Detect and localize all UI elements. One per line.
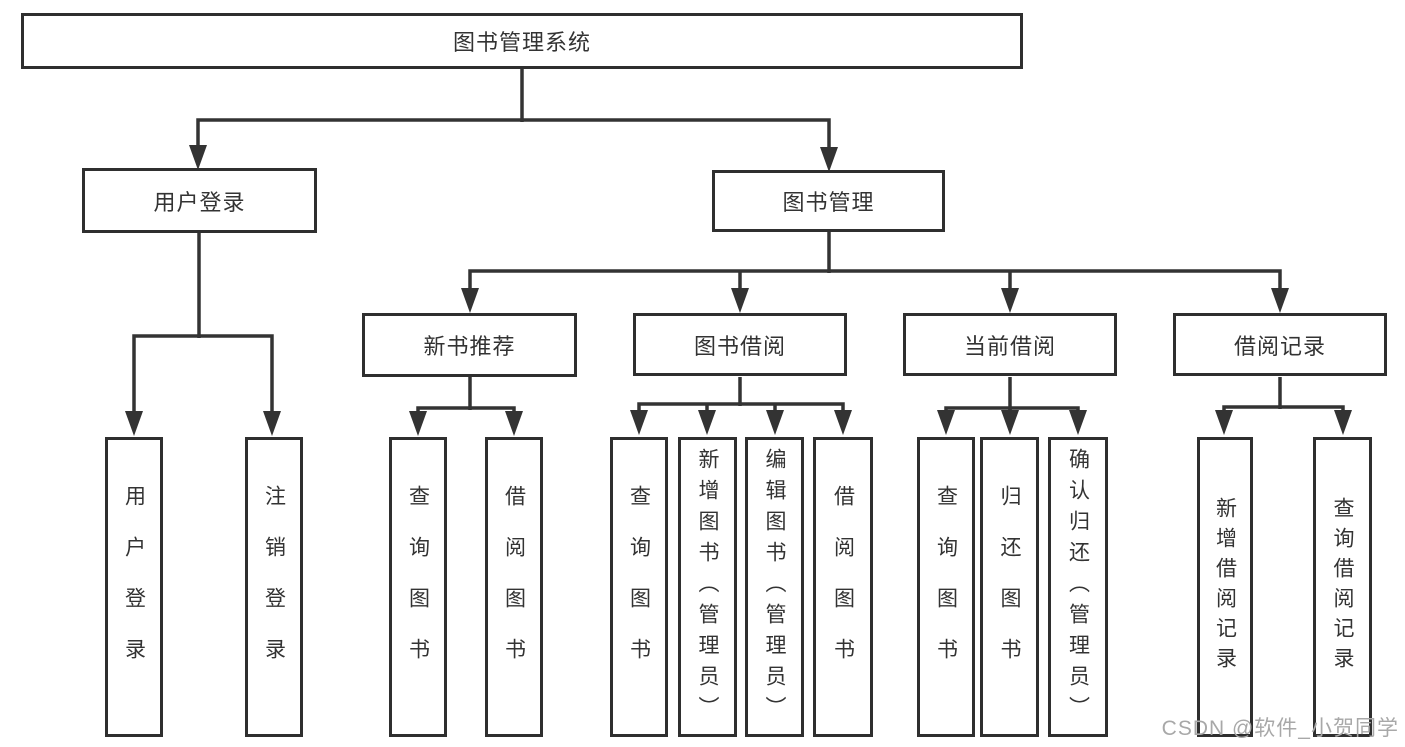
node-leaf-query-book-borrow: 查询图书	[610, 437, 668, 737]
node-book-management: 图书管理	[712, 170, 945, 232]
node-leaf-logout: 注销登录	[245, 437, 303, 737]
arrowheads	[125, 145, 1352, 436]
node-current-borrow: 当前借阅	[903, 313, 1117, 376]
node-book-borrow: 图书借阅	[633, 313, 847, 376]
node-user-login-branch: 用户登录	[82, 168, 317, 233]
node-leaf-confirm-return-admin: 确认归还（管理员）	[1048, 437, 1108, 737]
node-leaf-add-book-admin: 新增图书（管理员）	[678, 437, 737, 737]
node-new-book-recommend-label: 新书推荐	[423, 334, 516, 359]
node-root-label: 图书管理系统	[452, 30, 591, 55]
node-book-borrow-label: 图书借阅	[693, 333, 786, 359]
node-root: 图书管理系统	[21, 13, 1023, 69]
node-leaf-return-book: 归还图书	[980, 437, 1039, 737]
node-leaf-query-book-recommend: 查询图书	[389, 437, 447, 737]
node-book-management-label: 图书管理	[782, 190, 875, 215]
node-leaf-edit-book-admin: 编辑图书（管理员）	[745, 437, 804, 737]
node-leaf-query-borrow-record: 查询借阅记录	[1313, 437, 1372, 737]
node-user-login-branch-label: 用户登录	[153, 189, 246, 215]
node-borrow-record-label: 借阅记录	[1233, 333, 1326, 359]
watermark: CSDN @软件_小贺同学	[1161, 717, 1399, 740]
node-leaf-query-book-current: 查询图书	[917, 437, 975, 737]
node-leaf-borrow-book: 借阅图书	[813, 437, 873, 737]
node-leaf-borrow-book-recommend: 借阅图书	[485, 437, 543, 737]
node-new-book-recommend: 新书推荐	[362, 313, 577, 377]
node-leaf-add-borrow-record: 新增借阅记录	[1197, 437, 1253, 737]
node-borrow-record: 借阅记录	[1173, 313, 1387, 376]
node-leaf-user-login: 用户登录	[105, 437, 163, 737]
node-current-borrow-label: 当前借阅	[963, 333, 1056, 359]
